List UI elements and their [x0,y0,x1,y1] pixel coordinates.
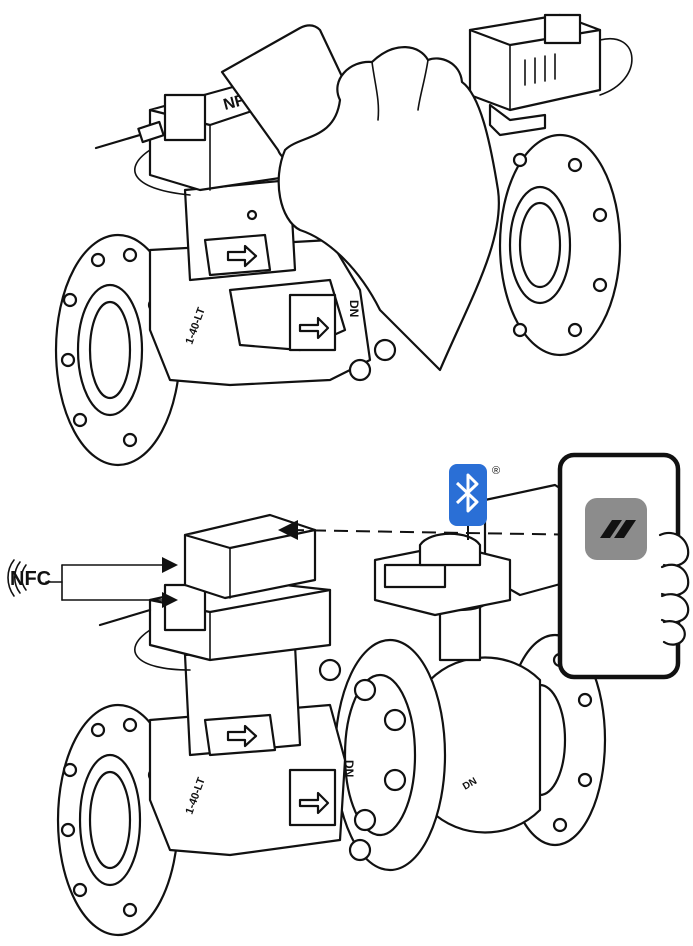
top-valve-body-marking: DN [347,300,361,317]
top-sensor-head: NFC [94,83,302,196]
bottom-smartphone [557,452,681,680]
arrow-icon [278,520,298,540]
smartphone-icon [557,452,681,680]
bottom-hand-icon [658,531,690,646]
top-hand-icon [277,46,500,372]
top-actuator-right [468,13,633,137]
app-logo-icon [600,520,636,538]
bluetooth-registered-mark: ® [492,465,500,477]
bottom-ball-valve: DN [428,588,607,847]
bottom-scene: DN [7,452,690,937]
bluetooth-icon: ® [449,464,500,540]
nfc-callout: NFC [7,557,178,608]
top-scene: 1-40-LT DN NFC [54,13,633,467]
bottom-left-flange [56,703,180,937]
top-column [183,178,297,282]
nfc-label: NFC [10,568,51,590]
top-left-flange [54,233,182,467]
top-right-flange [498,133,622,357]
nfc-icon: NFC [7,559,51,597]
bottom-column [183,643,302,757]
bottom-actuator-right [373,483,577,617]
bottom-middle-flange: DN [318,638,447,872]
bottom-sensor-head [98,513,332,671]
